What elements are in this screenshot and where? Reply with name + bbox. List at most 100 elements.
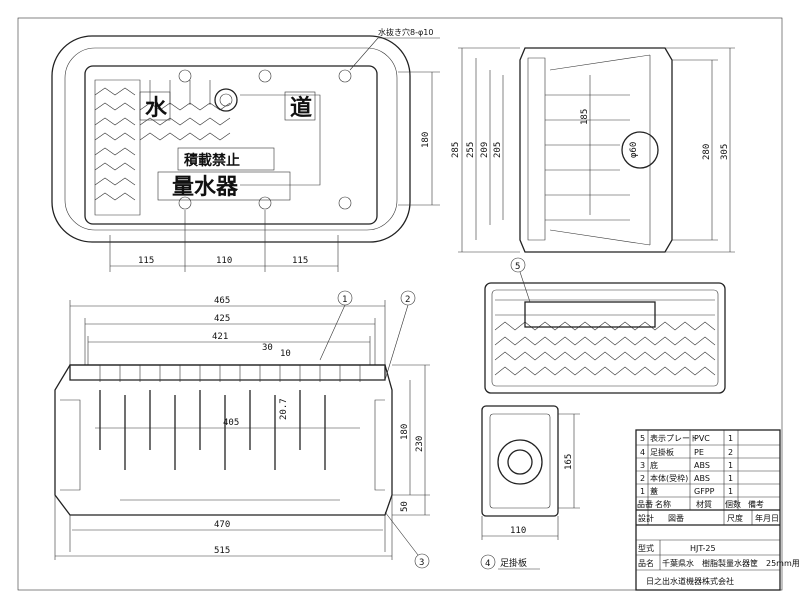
- drain-hole: [258, 69, 272, 83]
- part-no: 1: [640, 487, 645, 496]
- header-design: 設計: [638, 513, 654, 523]
- header-qty: 個数: [725, 499, 741, 509]
- part-qty: 1: [728, 434, 733, 443]
- drain-hole-note: 水抜き穴8-φ10: [378, 27, 433, 37]
- cover-lid-outline: [84, 65, 378, 225]
- drain-hole: [178, 69, 192, 83]
- dim-425: 425: [214, 314, 230, 324]
- side-ribs: [545, 94, 630, 221]
- meter-box-label-box: [157, 171, 291, 201]
- dim-front-180: 180: [400, 424, 410, 440]
- header-date: 年月日: [755, 513, 779, 523]
- dim-pipe-diameter: φ60: [629, 142, 639, 158]
- header-no: 品番: [637, 499, 653, 509]
- base-view: 165 110 4 足掛板: [480, 405, 580, 570]
- char-road-box: [284, 91, 316, 121]
- parts-table: 5 表示プレート PVC 1 4 足掛板 PE 2 3 底 ABS 1 2 本体…: [635, 429, 800, 591]
- part-material: GFPP: [694, 487, 715, 496]
- model-label: 型式: [638, 543, 654, 553]
- part-name: 表示プレート: [650, 433, 698, 443]
- top-view: 5: [484, 257, 726, 394]
- part-material: ABS: [694, 461, 710, 470]
- top-view-lattice: [494, 299, 716, 376]
- dim-465: 465: [214, 296, 230, 306]
- dim-209: 209: [480, 142, 490, 158]
- part-name: 足掛板: [650, 447, 674, 457]
- dim-470: 470: [214, 520, 230, 530]
- part-name: 蓋: [650, 486, 658, 496]
- dim-421: 421: [212, 332, 228, 342]
- header-remark: 備考: [748, 499, 764, 509]
- dim-20-7: 20.7: [279, 398, 289, 420]
- part-qty: 2: [728, 448, 733, 457]
- front-body-outline: [54, 364, 393, 516]
- side-wall: [527, 57, 546, 241]
- meter-box-text: 量水器: [172, 175, 239, 200]
- product-label: 品名: [638, 558, 654, 568]
- callout-3-num: 3: [419, 558, 424, 568]
- dim-seg-left: 115: [138, 256, 154, 266]
- header-material: 材質: [696, 499, 712, 509]
- top-view-outline: [484, 282, 726, 394]
- product-name: 千葉県水 樹脂製量水器筐 25mm用（特大）: [662, 558, 800, 568]
- dim-cover-height: 180: [421, 132, 431, 148]
- dim-small-10: 10: [280, 349, 291, 359]
- dim-280: 280: [702, 144, 712, 160]
- char-road: 道: [290, 95, 312, 121]
- base-pipe-hole: [507, 449, 533, 475]
- part-no: 5: [640, 434, 645, 443]
- part-qty: 1: [728, 461, 733, 470]
- dim-small-30: 30: [262, 343, 273, 353]
- header-scale: 尺度: [727, 513, 743, 523]
- warning-text: 積載禁止: [183, 152, 240, 169]
- dim-285: 285: [451, 142, 461, 158]
- cover-inner-frame: [64, 47, 398, 231]
- front-view: 465 425 421 40: [54, 290, 430, 569]
- part-material: PE: [694, 448, 704, 457]
- dim-205: 205: [493, 142, 503, 158]
- callout-3: [414, 553, 430, 569]
- side-view: φ60 285 255 209 205 185 280 305: [451, 47, 735, 253]
- char-water: 水: [145, 96, 168, 121]
- base-outline: [481, 405, 559, 517]
- dim-185: 185: [580, 109, 590, 125]
- dim-515: 515: [214, 546, 230, 556]
- base-pipe-ring: [497, 439, 543, 485]
- emblem-mark: [214, 88, 238, 112]
- drain-hole: [338, 196, 352, 210]
- callout-1-num: 1: [342, 295, 347, 305]
- part-no: 4: [640, 448, 645, 457]
- part-no: 2: [640, 474, 645, 483]
- side-body-outline: [519, 47, 673, 253]
- drain-hole: [178, 196, 192, 210]
- part-no: 3: [640, 461, 645, 470]
- sheet-border: [17, 17, 783, 591]
- model-number: HJT-25: [690, 544, 716, 553]
- part-material: ABS: [694, 474, 710, 483]
- side-pipe-hole: [621, 131, 659, 169]
- dim-seg-right: 115: [292, 256, 308, 266]
- callout-1: [337, 290, 353, 306]
- callout-5: [510, 257, 526, 273]
- dim-front-230: 230: [415, 436, 425, 452]
- dim-seg-mid: 110: [216, 256, 232, 266]
- cover-lattice: [94, 79, 231, 216]
- part-name: 本体(受枠): [650, 473, 688, 483]
- meter-window-outline: [240, 94, 321, 186]
- dim-front-50: 50: [400, 501, 410, 512]
- cover-plan-view: 水 道 積載禁止 量水器 水抜き穴8-φ10 180 115 110 115: [51, 27, 440, 272]
- callout-4: [480, 554, 496, 570]
- char-water-box: [139, 91, 171, 121]
- part-qty: 1: [728, 474, 733, 483]
- part-name: 底: [650, 460, 658, 470]
- callout-5-num: 5: [515, 262, 520, 272]
- dim-165: 165: [564, 454, 574, 470]
- callout-2-num: 2: [405, 295, 410, 305]
- callout-2: [400, 290, 416, 306]
- drain-hole: [258, 196, 272, 210]
- front-cover-rim: [69, 364, 386, 381]
- part-material: PVC: [694, 434, 710, 443]
- base-caption: 足掛板: [500, 557, 527, 569]
- warning-box: [177, 147, 275, 171]
